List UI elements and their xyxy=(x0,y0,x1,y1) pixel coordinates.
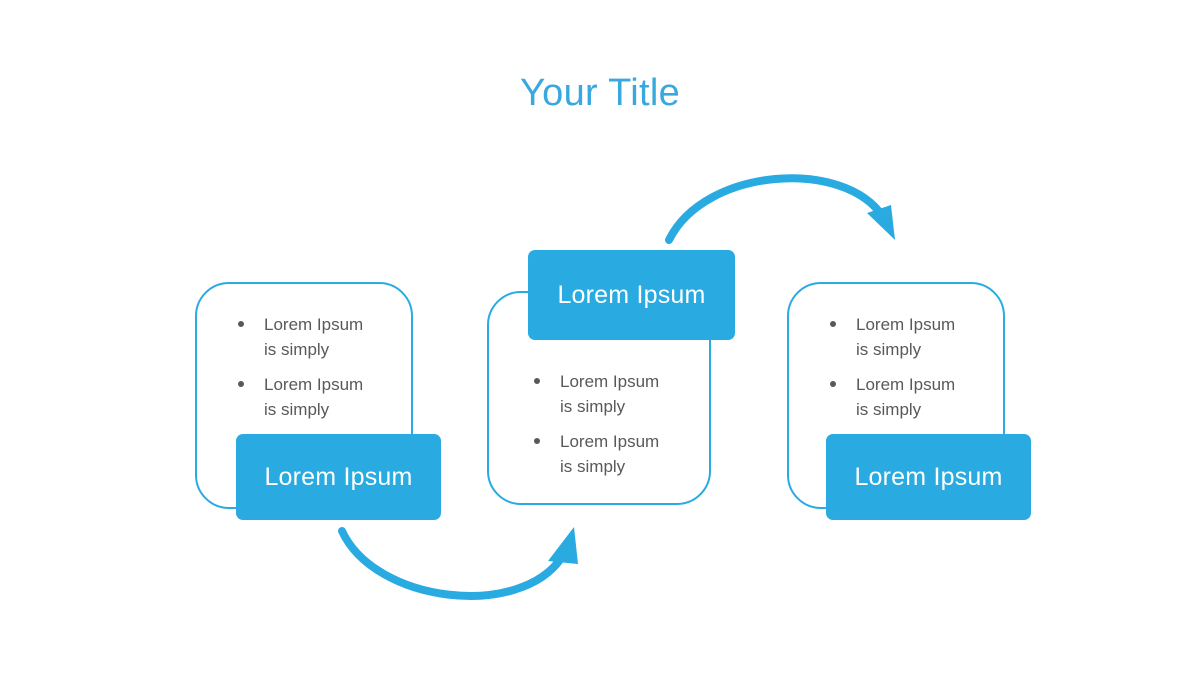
page-title: Your Title xyxy=(519,72,681,114)
list-item: Lorem Ipsum is simply xyxy=(528,369,703,419)
connector-top-arrow-icon xyxy=(665,174,895,244)
step-card-3-label[interactable]: Lorem Ipsum xyxy=(826,434,1031,520)
list-item: Lorem Ipsum is simply xyxy=(232,372,402,422)
connector-bottom-arrow-icon xyxy=(338,527,578,600)
list-item: Lorem Ipsum is simply xyxy=(824,372,994,422)
step-card-2-bullet-list: Lorem Ipsum is simply Lorem Ipsum is sim… xyxy=(528,369,703,479)
step-card-2-label[interactable]: Lorem Ipsum xyxy=(528,250,735,340)
list-item: Lorem Ipsum is simply xyxy=(528,429,703,479)
step-card-1-bullet-list: Lorem Ipsum is simply Lorem Ipsum is sim… xyxy=(232,312,402,422)
list-item: Lorem Ipsum is simply xyxy=(824,312,994,362)
list-item: Lorem Ipsum is simply xyxy=(232,312,402,362)
step-card-1-label[interactable]: Lorem Ipsum xyxy=(236,434,441,520)
step-card-3-bullet-list: Lorem Ipsum is simply Lorem Ipsum is sim… xyxy=(824,312,994,422)
